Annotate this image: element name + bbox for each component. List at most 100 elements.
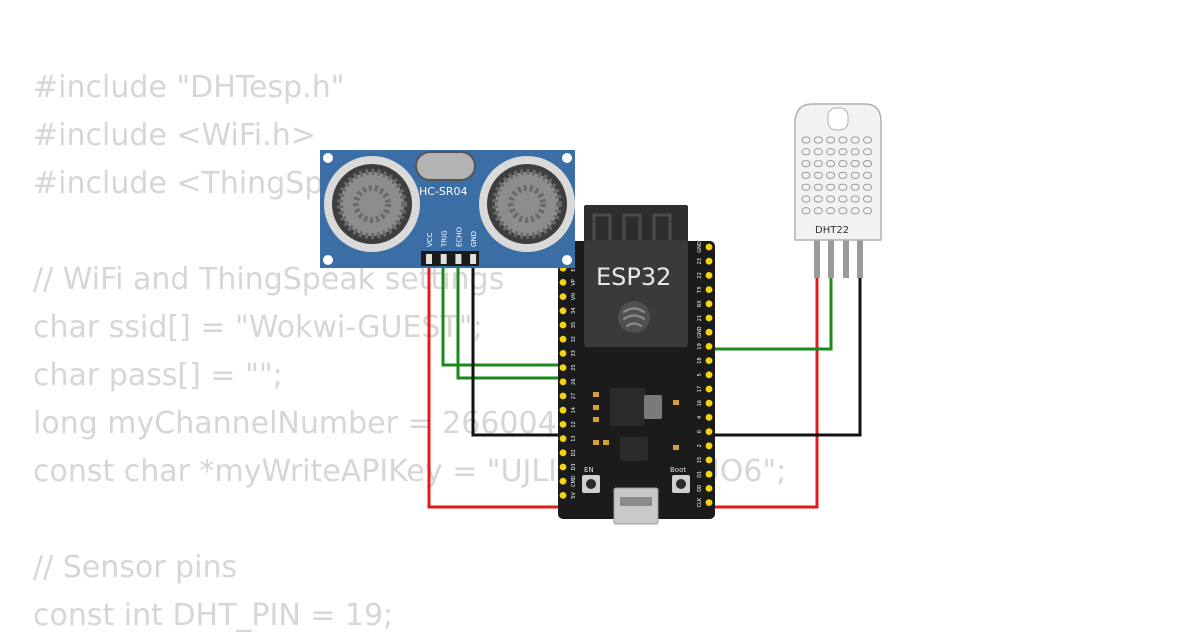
esp32-pin-label: 25 <box>571 364 577 370</box>
esp32-pin[interactable] <box>705 428 713 435</box>
esp32-pin[interactable] <box>559 350 567 357</box>
esp32-pin-label: 32 <box>571 336 577 342</box>
esp32-pin[interactable] <box>705 371 713 379</box>
ultrasonic-transducer-right-icon <box>479 156 575 252</box>
esp32-left-pins: 3V3ENVPVN34353233252627141213D2D3CMD5V <box>559 249 577 499</box>
dht22-vent <box>813 160 823 168</box>
esp32-pin-label: EN <box>571 264 577 271</box>
wire-data-green[interactable] <box>708 266 833 351</box>
esp32-pin[interactable] <box>559 492 567 499</box>
dht22-vent <box>838 171 848 179</box>
esp32-pin[interactable] <box>559 321 567 329</box>
dht22-vent <box>863 136 872 144</box>
esp32-pin[interactable] <box>559 477 567 485</box>
esp32-pin-label: GND <box>697 326 703 338</box>
esp32-pin[interactable] <box>705 470 713 478</box>
esp32-pin-label: 18 <box>697 357 703 363</box>
esp32-pin[interactable] <box>705 357 713 364</box>
dht22-vent <box>863 183 872 191</box>
esp32-pin[interactable] <box>705 399 713 407</box>
esp32-pin[interactable] <box>705 272 713 279</box>
dht22-vent <box>826 195 836 203</box>
esp32-pin-label: 2 <box>697 444 703 447</box>
esp32-pin[interactable] <box>705 328 713 336</box>
esp32-pin[interactable] <box>705 499 713 506</box>
esp32-pin[interactable] <box>559 279 567 286</box>
esp32-pin[interactable] <box>705 343 713 350</box>
dht22-vent <box>826 207 836 215</box>
espressif-logo-icon <box>618 301 650 333</box>
hcsr04-pin-label: VCC <box>426 232 434 247</box>
esp32-module-shield <box>584 240 688 347</box>
hcsr04-pin[interactable] <box>455 254 462 264</box>
esp32-pin[interactable] <box>559 406 567 414</box>
code-line: #include <WiFi.h> <box>33 118 316 153</box>
esp32-pin[interactable] <box>559 364 567 371</box>
esp32-pin-label: D0 <box>697 485 703 492</box>
esp32-pin[interactable] <box>705 286 713 293</box>
dht22-vent <box>813 171 823 179</box>
boot-button[interactable]: Boot <box>670 466 690 493</box>
hcsr04-pin[interactable] <box>470 254 477 264</box>
dht22-vent <box>826 148 836 156</box>
dht22-vent <box>801 136 811 144</box>
esp32-pin[interactable] <box>705 257 713 265</box>
esp32-pin[interactable] <box>705 485 713 492</box>
en-button[interactable]: EN <box>582 466 600 493</box>
esp32-pin-label: 26 <box>571 379 577 385</box>
hcsr04-pin[interactable] <box>426 254 432 264</box>
esp32-pin[interactable] <box>559 435 567 442</box>
dht22-vent <box>863 171 872 179</box>
dht22-vent <box>826 183 836 191</box>
hcsr04-header <box>421 251 479 266</box>
esp32-pin[interactable] <box>559 307 567 315</box>
esp32-pin[interactable] <box>559 463 567 471</box>
code-line: char ssid[] = "Wokwi-GUEST"; <box>33 310 483 345</box>
dht22-vent <box>801 160 811 168</box>
esp32-pin[interactable] <box>559 378 567 386</box>
esp32-pin[interactable] <box>559 335 567 343</box>
esp32-pin[interactable] <box>705 243 713 251</box>
esp32-pin-label: D1 <box>697 471 703 478</box>
dht22-sensor[interactable]: DHT22 <box>794 103 882 278</box>
hcsr04-pin[interactable] <box>440 254 447 264</box>
esp32-pin[interactable] <box>705 414 713 421</box>
esp32-pin-label: CMD <box>571 475 577 487</box>
dht22-vent <box>838 148 848 156</box>
esp32-pin[interactable] <box>705 314 713 322</box>
esp32-board[interactable]: ESP32 EN Boot 3V3ENVPVN34353 <box>558 205 715 525</box>
esp32-regulator <box>610 388 645 426</box>
dht22-vent <box>838 183 848 191</box>
dht22-vent <box>801 195 811 203</box>
hcsr04-pin-label: ECHO <box>455 226 463 247</box>
dht22-vent <box>801 207 811 215</box>
wire-trig-green[interactable] <box>441 266 570 367</box>
esp32-pin[interactable] <box>559 421 567 428</box>
dht22-vent <box>838 136 848 144</box>
esp32-pin[interactable] <box>705 300 713 308</box>
esp32-pin[interactable] <box>559 293 567 300</box>
esp32-pin[interactable] <box>559 449 567 457</box>
esp32-pin[interactable] <box>559 392 567 400</box>
wire-echo-green[interactable] <box>456 266 570 380</box>
esp32-pin-label: 4 <box>697 416 703 419</box>
dht22-label: DHT22 <box>815 225 849 236</box>
dht22-pin-legs <box>814 238 863 278</box>
hcsr04-pin-label: GND <box>470 231 478 247</box>
dht22-vent <box>850 160 860 168</box>
esp32-pin-label: 16 <box>697 400 703 406</box>
dht22-vent <box>813 195 823 203</box>
esp32-pin[interactable] <box>705 385 713 393</box>
esp32-pin[interactable] <box>705 456 713 464</box>
mount-hole-icon <box>562 255 572 265</box>
esp32-usb-chip <box>620 437 648 461</box>
dht22-body <box>794 103 882 241</box>
dht22-vent <box>850 195 860 203</box>
mount-hole-icon <box>323 153 333 163</box>
esp32-pin-label: VP <box>571 279 577 285</box>
esp32-pin[interactable] <box>705 442 713 450</box>
esp32-pin-label: D3 <box>571 463 577 470</box>
esp32-pin-label: 17 <box>697 386 703 392</box>
